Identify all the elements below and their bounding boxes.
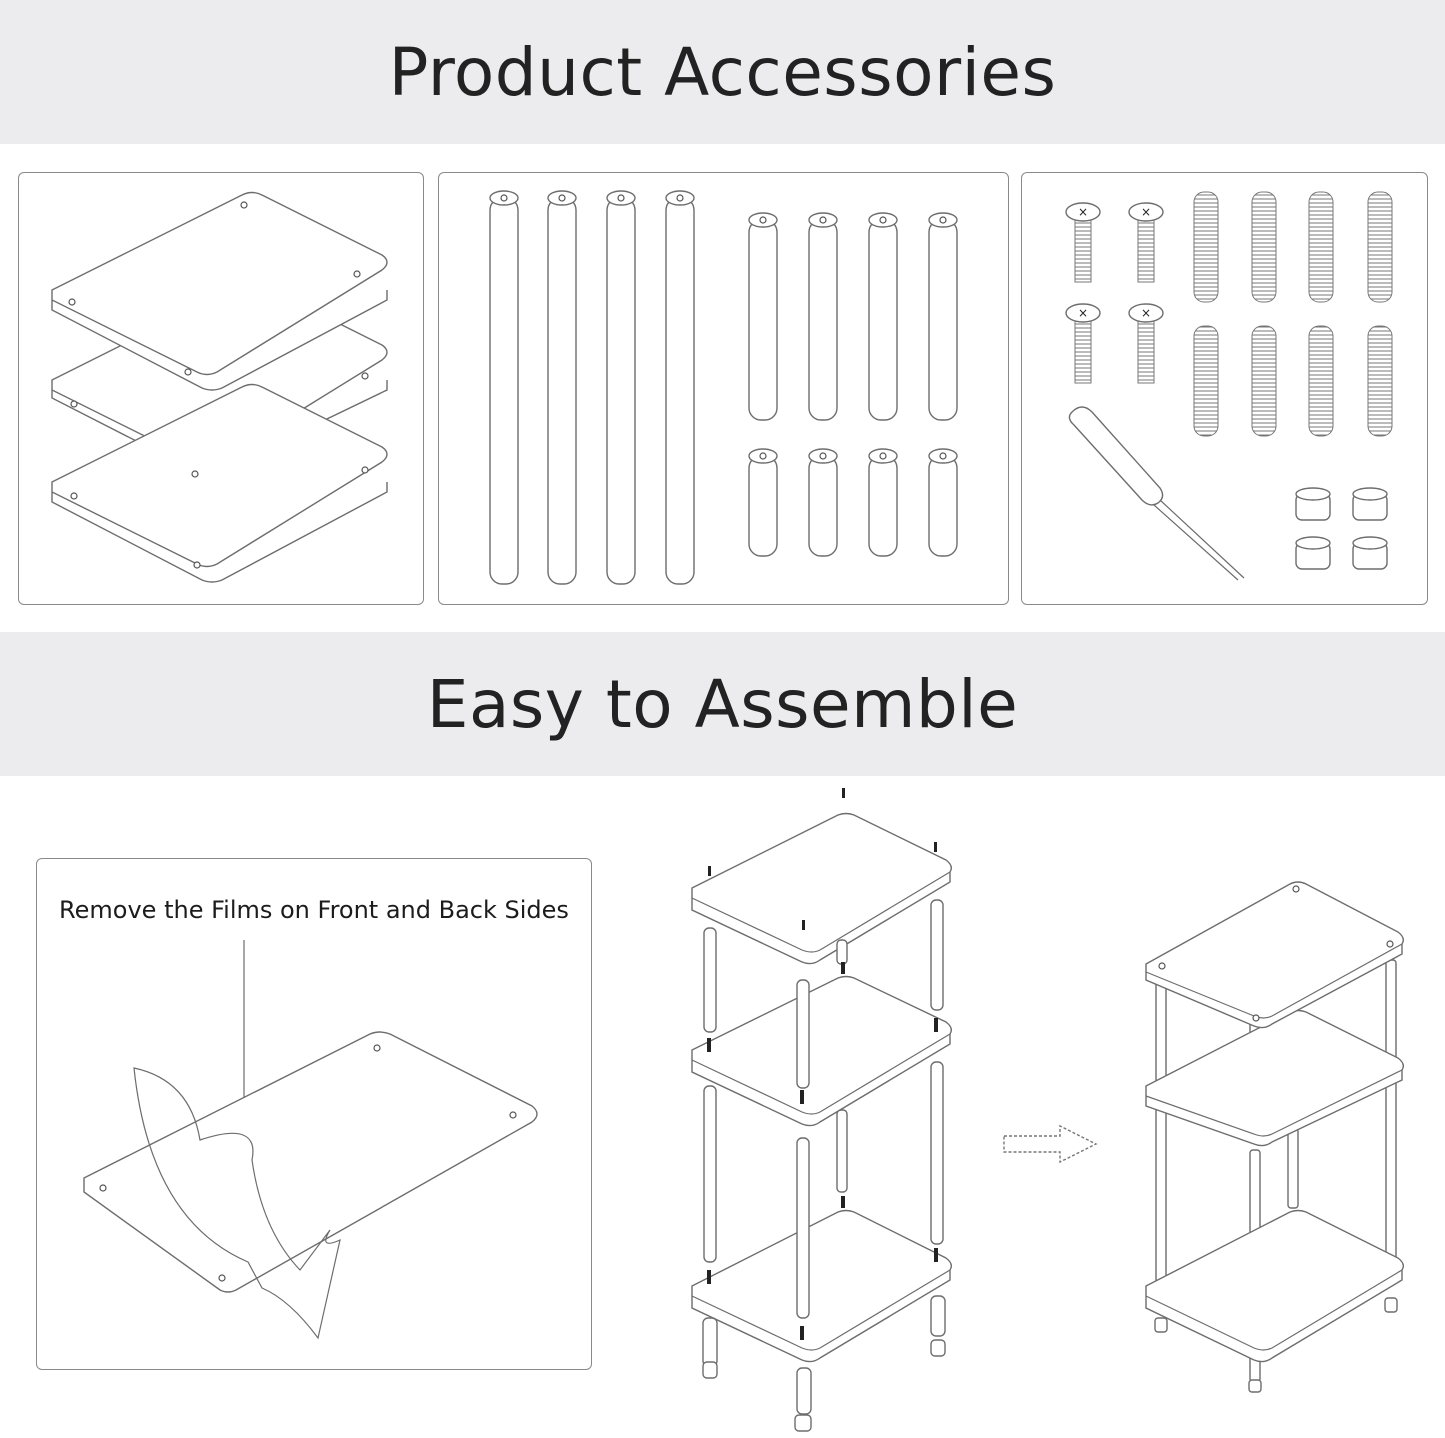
screws: × × × × — [1065, 202, 1164, 384]
rods-illustration — [489, 190, 958, 585]
screwdriver-icon — [1068, 406, 1245, 581]
film-caption: Remove the Films on Front and Back Sides — [59, 896, 569, 924]
short-rods — [748, 448, 958, 557]
hardware-illustration: × × × × — [1065, 191, 1393, 581]
assemble-title: Easy to Assemble — [426, 665, 1019, 743]
foot-caps — [1295, 487, 1388, 570]
arrow-right-icon — [1003, 1124, 1098, 1164]
svg-text:×: × — [1141, 306, 1151, 320]
assembled-shelf-illustration — [1145, 881, 1405, 1393]
medium-rods — [748, 212, 958, 421]
svg-text:×: × — [1141, 205, 1151, 219]
film-removal-illustration — [83, 940, 538, 1340]
svg-text:×: × — [1078, 205, 1088, 219]
accessories-title: Product Accessories — [388, 33, 1057, 111]
accessories-banner: Product Accessories — [0, 0, 1445, 144]
shelf-stack-illustration — [51, 191, 388, 583]
long-rods — [489, 190, 695, 585]
assemble-banner: Easy to Assemble — [0, 632, 1445, 776]
panel-rods — [438, 172, 1009, 605]
svg-text:×: × — [1078, 306, 1088, 320]
exploded-assembly-illustration — [691, 788, 953, 1432]
threaded-bolts — [1193, 191, 1393, 437]
